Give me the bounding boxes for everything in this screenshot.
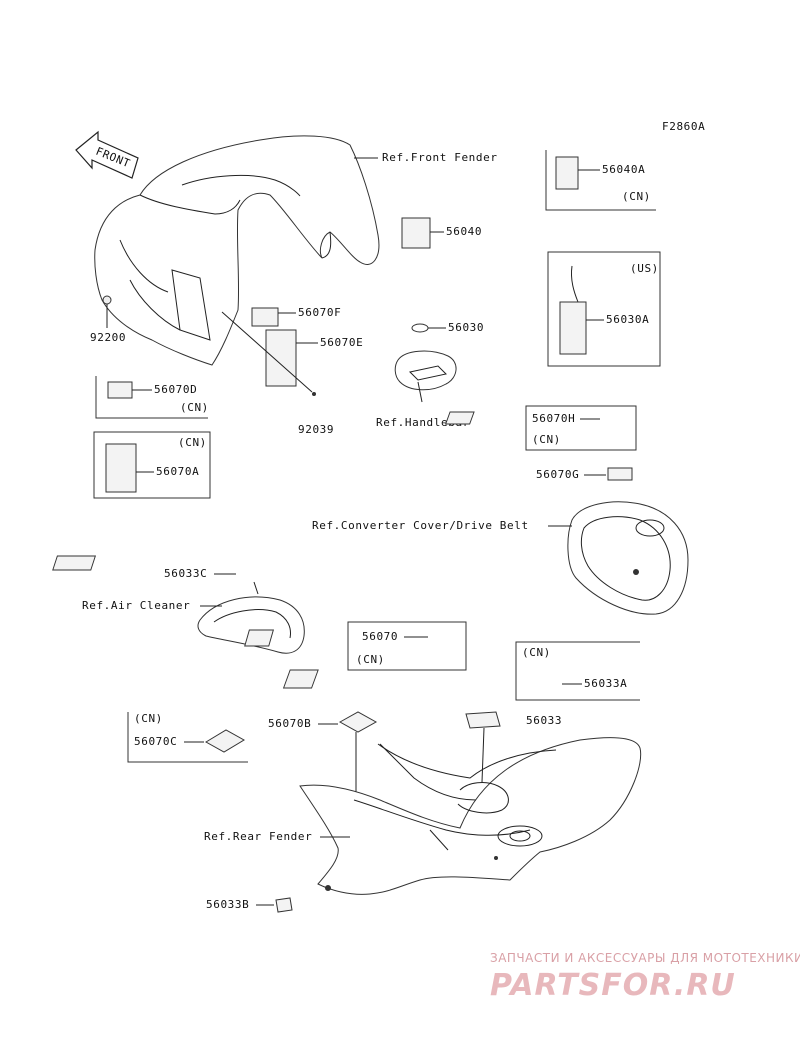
- part-56070A: 56070A: [156, 465, 199, 478]
- part-92200: 92200: [90, 331, 126, 344]
- ref-handlebar: Ref.Handlebar: [376, 416, 470, 429]
- region-cn-56040A: (CN): [622, 190, 651, 203]
- ref-converter-cover: Ref.Converter Cover/Drive Belt: [312, 519, 529, 532]
- converter-cover-drawing: [567, 501, 689, 615]
- region-cn-56070D: (CN): [180, 401, 209, 414]
- part-56070C: 56070C: [134, 735, 177, 748]
- box-56070D: [95, 376, 208, 419]
- box-56070A: [93, 431, 211, 499]
- part-56040: 56040: [446, 225, 482, 238]
- part-56033B: 56033B: [206, 898, 249, 911]
- decal-56070H: [444, 411, 475, 425]
- front-arrow-icon: FRONT: [75, 130, 139, 179]
- decal-56033: [465, 711, 501, 729]
- part-56070F: 56070F: [298, 306, 341, 319]
- decal-56040: [401, 217, 431, 249]
- part-56033: 56033: [526, 714, 562, 727]
- part-56033C: 56033C: [164, 567, 207, 580]
- box-56040A: [545, 150, 656, 211]
- part-56033A: 56033A: [584, 677, 627, 690]
- region-cn-56070C: (CN): [134, 712, 163, 725]
- rear-fender-drawing: [299, 737, 642, 895]
- decal-56070D: [107, 381, 133, 399]
- decal-56033A: [282, 669, 319, 689]
- part-56070E: 56070E: [320, 336, 363, 349]
- decal-56070G: [607, 467, 633, 481]
- decal-56030A: [559, 301, 587, 355]
- decal-56070A: [105, 443, 137, 493]
- box-56070: [347, 621, 467, 671]
- part-56070D: 56070D: [154, 383, 197, 396]
- decal-56040A: [555, 156, 579, 190]
- box-56070C: [127, 712, 248, 763]
- decal-56070: [244, 629, 274, 647]
- decal-56070B: [338, 711, 378, 733]
- decal-56070F: [251, 307, 279, 327]
- part-56030: 56030: [448, 321, 484, 334]
- region-us-56030A: (US): [630, 262, 659, 275]
- ref-rear-fender: Ref.Rear Fender: [204, 830, 312, 843]
- part-56070G: 56070G: [536, 468, 579, 481]
- ref-front-fender: Ref.Front Fender: [382, 151, 498, 164]
- decal-56033C: [52, 555, 97, 571]
- watermark-brand: PARTSFOR.RU: [490, 968, 736, 1003]
- decal-56030: [411, 323, 429, 333]
- part-56030A: 56030A: [606, 313, 649, 326]
- part-56070B: 56070B: [268, 717, 311, 730]
- part-56040A: 56040A: [602, 163, 645, 176]
- decal-56070E: [265, 329, 297, 387]
- region-cn-56033A: (CN): [522, 646, 551, 659]
- decal-56033B: [275, 897, 293, 913]
- region-cn-56070H: (CN): [532, 433, 561, 446]
- front-fender-drawing: [94, 135, 380, 366]
- watermark-tagline: ЗАПЧАСТИ И АКСЕССУАРЫ ДЛЯ МОТОТЕХНИКИ: [490, 951, 800, 965]
- figure-code: F2860A: [662, 120, 705, 133]
- ref-air-cleaner: Ref.Air Cleaner: [82, 599, 190, 612]
- decal-56070C: [205, 729, 245, 753]
- part-56070: 56070: [362, 630, 398, 643]
- box-56070H: [525, 405, 637, 451]
- box-56030A: [547, 251, 661, 367]
- box-56033A: [515, 641, 640, 701]
- part-56070H: 56070H: [532, 412, 575, 425]
- air-cleaner-drawing: [197, 581, 305, 654]
- region-cn-56070A: (CN): [178, 436, 207, 449]
- region-cn-56070: (CN): [356, 653, 385, 666]
- part-92039: 92039: [298, 423, 334, 436]
- handlebar-drawing: [394, 350, 457, 403]
